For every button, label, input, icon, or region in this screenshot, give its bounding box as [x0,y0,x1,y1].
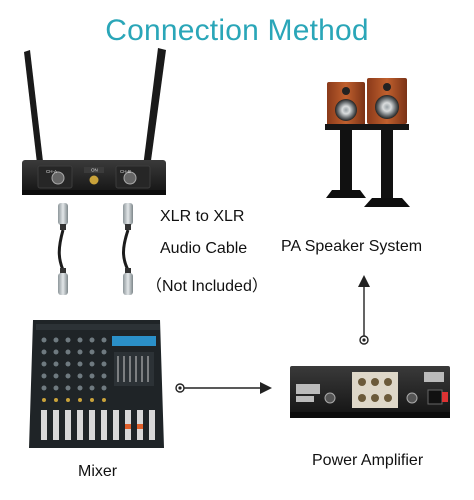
amplifier-label: Power Amplifier [312,452,424,469]
receiver-label-cha: CH-A [46,169,57,174]
receiver-label-on: ON [91,168,98,173]
xlr-cable-left [57,203,68,295]
power-amplifier [290,366,450,418]
arrow-mixer-to-amp [175,382,272,394]
cable-label-line3: （Not Included） [146,278,268,295]
cable-label-line2: Audio Cable [160,240,248,257]
speaker-label: PA Speaker System [281,238,423,255]
antenna-right [143,48,166,168]
pa-speaker-system [325,78,410,207]
mixer-display [112,336,156,346]
mixer [29,320,164,448]
xlr-cable-right [122,203,133,295]
mixer-knobs [41,337,107,391]
arrow-amp-to-speaker [358,275,370,345]
antenna-left [24,50,44,172]
cable-label-line1: XLR to XLR [160,208,245,225]
receiver-label-chb: CH-B [120,169,131,174]
mixer-label: Mixer [78,463,118,480]
wireless-receiver: CH-A ON CH-B [22,48,166,195]
page-title: Connection Method [105,14,369,47]
